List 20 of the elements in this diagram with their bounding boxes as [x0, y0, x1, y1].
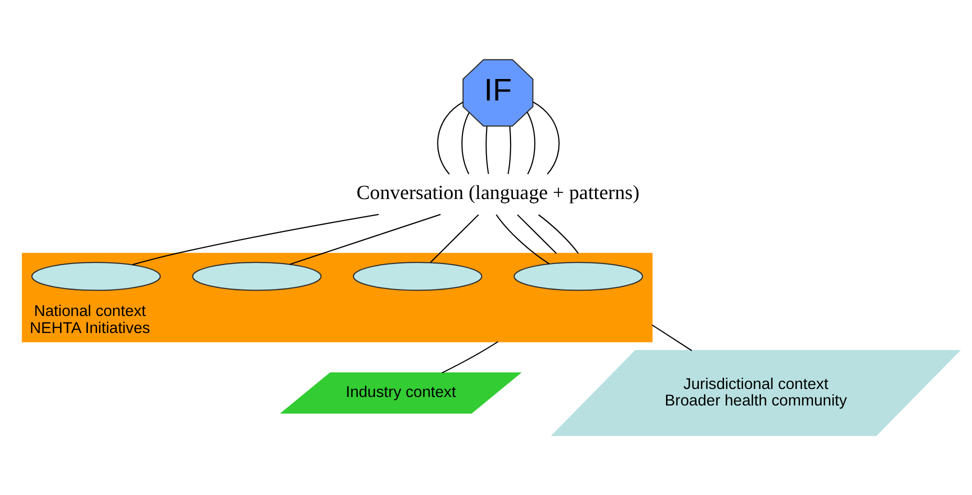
connector: [132, 214, 378, 266]
connector: [516, 214, 556, 254]
connector: [507, 126, 511, 174]
connector: [485, 126, 489, 174]
node-ellipse: [30, 262, 160, 291]
connector: [532, 101, 560, 174]
connector: [538, 214, 578, 254]
connector: [430, 214, 478, 263]
cluster: National context NEHTA Initiatives: [21, 252, 652, 342]
connector: [651, 324, 692, 352]
node-text: Conversation (language + patterns): [356, 182, 639, 204]
connector: [289, 214, 440, 265]
connector: [460, 112, 470, 174]
node-ellipse: [192, 262, 322, 291]
node-ellipse: [352, 262, 482, 291]
connector: [441, 341, 498, 374]
node-ellipse: [513, 262, 643, 291]
connector: [526, 112, 535, 174]
connector: [495, 214, 549, 264]
connector: [436, 102, 463, 175]
